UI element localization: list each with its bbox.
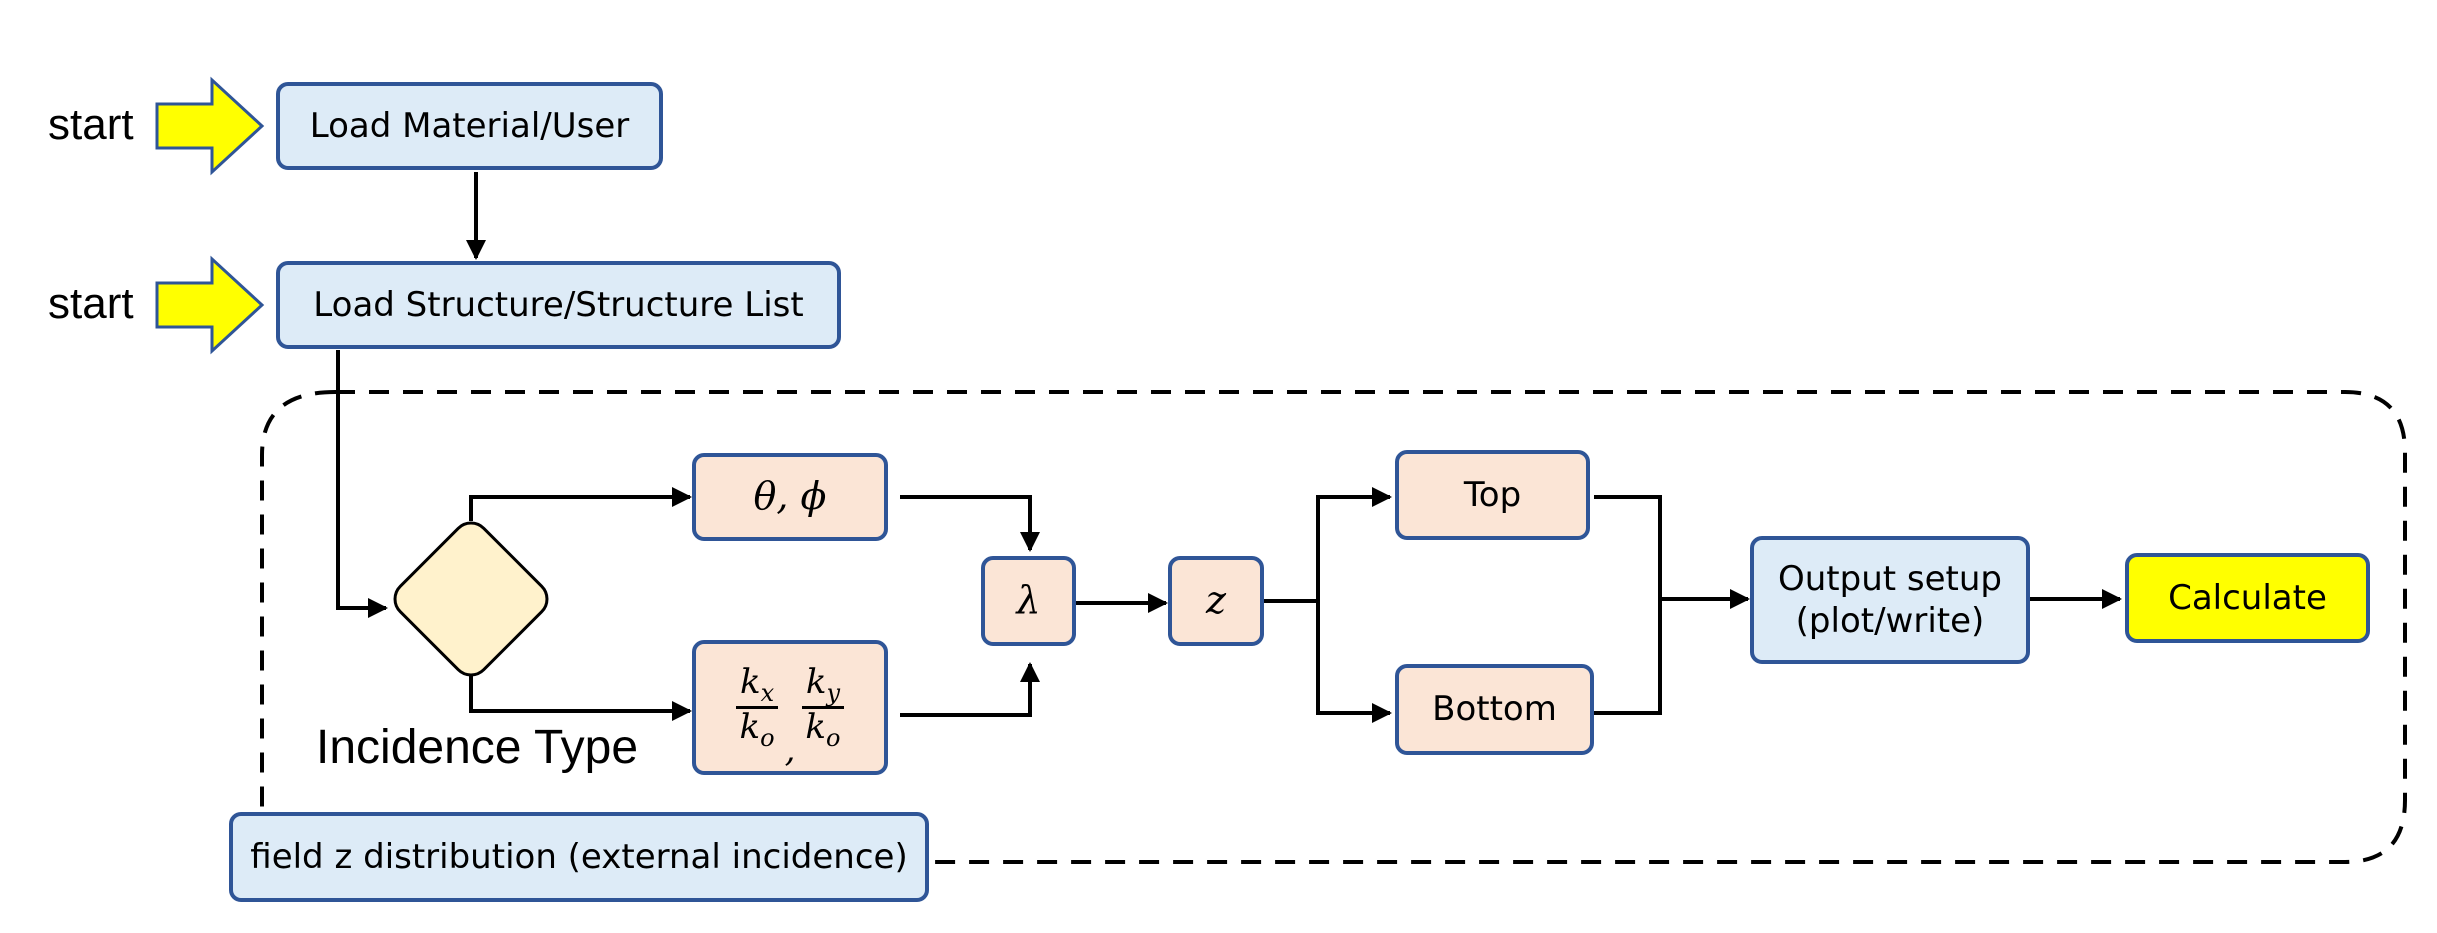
z-label: z <box>1205 578 1227 623</box>
edge-theta-phi-to-lambda <box>900 495 1040 552</box>
theta-phi-box[interactable]: θ, ϕ <box>692 453 888 541</box>
top-label: Top <box>1463 474 1522 515</box>
edge-incidence-to-theta-phi <box>469 487 692 521</box>
load-material-box[interactable]: Load Material/User <box>276 82 663 170</box>
start-arrow-2 <box>155 255 265 355</box>
z-box[interactable]: z <box>1168 556 1264 646</box>
loop-region-dashed-border <box>335 390 2407 864</box>
edge-structure-to-incidence <box>336 350 388 618</box>
edge-kvec-to-lambda <box>900 662 1040 717</box>
incidence-type-diamond <box>393 521 549 677</box>
theta-phi-label: θ, ϕ <box>753 474 827 519</box>
start-label-1: start <box>48 100 134 149</box>
lambda-box[interactable]: λ <box>981 556 1076 646</box>
incidence-type-label: Incidence Type <box>316 721 639 774</box>
load-structure-label: Load Structure/Structure List <box>313 284 804 325</box>
ky-over-ko-fraction: ky ko <box>801 663 845 751</box>
bottom-label: Bottom <box>1432 689 1557 730</box>
top-box[interactable]: Top <box>1395 450 1590 540</box>
edge-top-to-merge <box>1594 495 1662 599</box>
output-setup-label-line2: (plot/write) <box>1795 601 1985 641</box>
k-ratio-box[interactable]: kx ko , ky ko <box>692 640 888 775</box>
edge-split-to-bottom <box>1316 601 1392 723</box>
load-structure-box[interactable]: Load Structure/Structure List <box>276 261 841 349</box>
lambda-label: λ <box>1016 578 1041 623</box>
start-label-2: start <box>48 279 134 328</box>
kx-over-ko-fraction: kx ko <box>735 663 779 751</box>
loop-region-dashed-border-left <box>260 390 336 815</box>
k-ratio-separator: , <box>784 729 796 770</box>
calculate-button[interactable]: Calculate <box>2125 553 2370 643</box>
output-setup-box[interactable]: Output setup (plot/write) <box>1750 536 2030 664</box>
bottom-box[interactable]: Bottom <box>1395 664 1594 755</box>
load-material-label: Load Material/User <box>309 105 630 146</box>
edge-split-to-top <box>1316 487 1392 601</box>
field-z-distribution-label: field z distribution (external incidence… <box>250 836 908 877</box>
edge-incidence-to-kvec <box>469 676 692 721</box>
output-setup-label-line1: Output setup <box>1777 558 2002 599</box>
start-arrow-1 <box>155 76 265 176</box>
field-z-distribution-box[interactable]: field z distribution (external incidence… <box>229 812 929 902</box>
calculate-label: Calculate <box>2168 577 2327 618</box>
edge-bottom-to-merge <box>1594 599 1662 715</box>
